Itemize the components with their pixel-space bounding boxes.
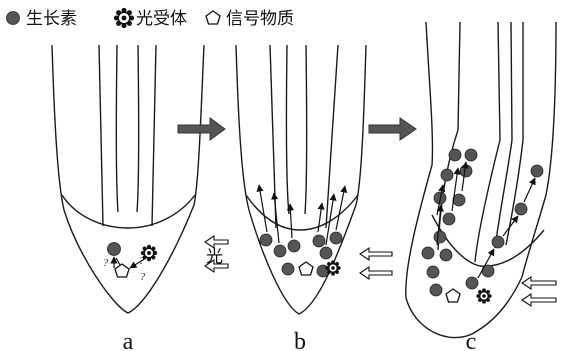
auxin-dot (515, 203, 527, 215)
flow-arrow (524, 178, 535, 202)
signal-legend-icon (206, 11, 220, 24)
auxin-dot (460, 165, 472, 177)
auxin-dot (320, 247, 332, 259)
light-arrow (522, 277, 556, 289)
photoreceptor-legend-label: 光受体 (136, 9, 187, 29)
unknown-mark: ? (139, 256, 144, 267)
signal-molecule (446, 289, 460, 302)
flow-arrow (259, 185, 267, 232)
gear-hub (331, 266, 335, 270)
transition-arrow (369, 118, 416, 140)
panel-label-a: a (123, 329, 134, 351)
auxin-dot (260, 234, 272, 246)
auxin-dot (282, 263, 294, 275)
auxin-dot (441, 169, 453, 181)
auxin-dot (465, 149, 477, 161)
transition-arrow (178, 118, 225, 140)
auxin-dot (449, 149, 461, 161)
panel-a: ? ? ? 光 a (52, 45, 228, 351)
photoreceptor-legend-icon (114, 8, 134, 28)
light-arrow (522, 294, 556, 306)
panel-c: c (406, 22, 556, 351)
gear-hub (482, 294, 486, 298)
panel-b: b (236, 45, 392, 351)
auxin-dot (466, 277, 478, 289)
unknown-mark: ? (140, 272, 145, 283)
auxin-dot (434, 231, 446, 243)
auxin-dot (274, 245, 286, 257)
auxin-dot (422, 247, 434, 259)
auxin-dot (531, 165, 543, 177)
photoreceptor (476, 288, 491, 303)
flow-arrow (274, 193, 279, 243)
flow-arrow (318, 203, 322, 232)
auxin-dot (427, 266, 439, 278)
auxin-dot (430, 284, 442, 296)
auxin-legend-label: 生长素 (26, 9, 77, 29)
gear-hub (122, 16, 127, 21)
auxin-dot (440, 249, 452, 261)
auxin-legend-icon (7, 12, 20, 25)
root-outline-c (406, 22, 556, 338)
light-arrow (360, 248, 392, 260)
auxin-dot (492, 236, 504, 248)
auxin-dot (313, 235, 325, 247)
panel-label-c: c (466, 329, 477, 351)
signal-to-auxin-arrow (116, 258, 120, 265)
flow-arrow (290, 204, 292, 238)
photoreceptor (325, 260, 340, 275)
auxin-dot (330, 232, 342, 244)
flow-arrow (336, 186, 345, 230)
signal-molecule (115, 264, 129, 277)
signal-legend-label: 信号物质 (226, 9, 294, 29)
panel-label-b: b (294, 329, 306, 351)
auxin-dot (108, 243, 121, 256)
gear-hub (147, 251, 151, 255)
signal-molecule (299, 262, 313, 275)
light-label: 光 (206, 247, 223, 267)
auxin-dot (443, 213, 455, 225)
auxin-dot (453, 194, 465, 206)
legend: 生长素 光受体 信号物质 (7, 8, 295, 29)
auxin-dot (288, 240, 300, 252)
unknown-mark: ? (103, 258, 108, 269)
light-arrow (360, 267, 392, 279)
